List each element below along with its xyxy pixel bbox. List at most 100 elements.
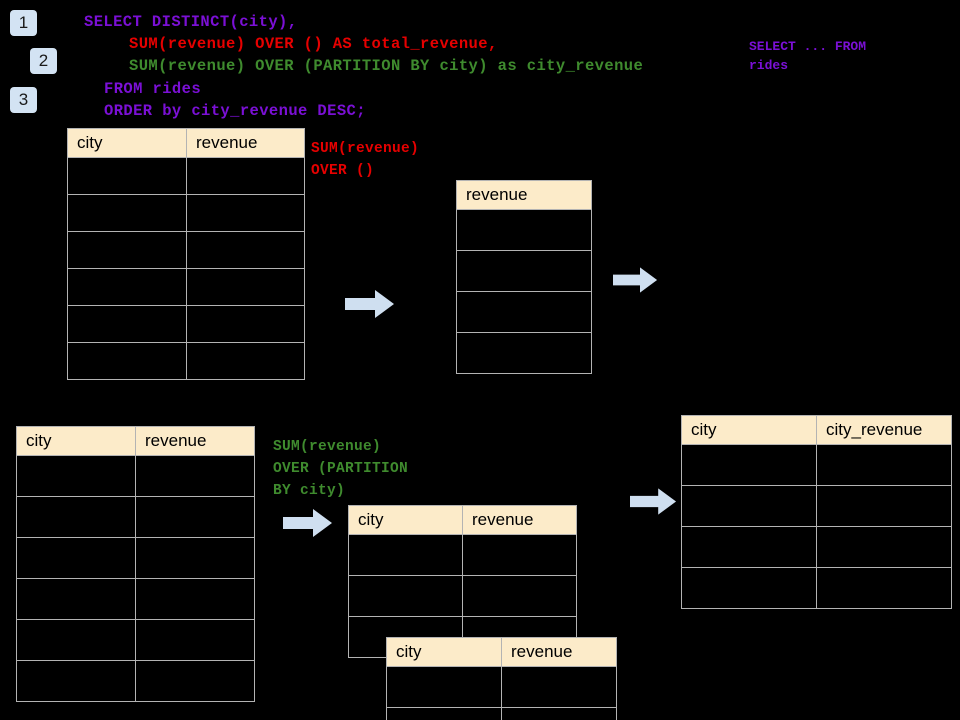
column-header-city: city (386, 637, 502, 667)
cell-city (67, 194, 187, 232)
table-row (16, 537, 255, 579)
table-header-row: city revenue (386, 637, 617, 667)
table-row (16, 496, 255, 538)
cell-city (386, 666, 502, 708)
cell-revenue (456, 291, 592, 333)
annotation-sum-over-partition: SUM(revenue) OVER (PARTITION BY city) (273, 439, 409, 499)
table-row (16, 455, 255, 497)
table-row (348, 575, 577, 617)
cell-city (67, 157, 187, 195)
cell-city (348, 575, 463, 617)
table-source-bottom: city revenue (16, 426, 255, 702)
arrow-source-to-partition (283, 509, 332, 537)
table-body (348, 534, 577, 658)
table-header-row: revenue (456, 180, 592, 210)
table-row (16, 578, 255, 620)
cell-revenue (135, 537, 255, 579)
table-header-row: city revenue (348, 505, 577, 535)
step-badge-1: 1 (10, 10, 37, 36)
table-body (681, 444, 952, 609)
cell-revenue (456, 250, 592, 292)
table-row (456, 332, 592, 374)
column-header-city: city (681, 415, 817, 445)
table-row (67, 157, 305, 195)
cell-city (681, 567, 817, 609)
cell-city (67, 342, 187, 380)
sql-line-sum-over-empty: SUM(revenue) OVER () AS total_revenue, (129, 35, 498, 53)
table-row (16, 660, 255, 702)
cell-revenue (462, 575, 577, 617)
table-row (456, 209, 592, 251)
table-row (67, 231, 305, 269)
step-badge-3: 3 (10, 87, 37, 113)
table-header-row: city revenue (16, 426, 255, 456)
cell-revenue (501, 666, 617, 708)
table-body (386, 666, 617, 720)
cell-city (16, 496, 136, 538)
cell-city (348, 534, 463, 576)
table-source-top: city revenue (67, 128, 305, 380)
sql-line-select-distinct: SELECT DISTINCT(city), (84, 13, 298, 31)
column-header-city: city (16, 426, 136, 456)
column-header-revenue: revenue (456, 180, 592, 210)
arrow-total-to-result (613, 267, 658, 293)
table-partition-back: city revenue (348, 505, 577, 658)
cell-city (67, 268, 187, 306)
arrow-source-to-total (345, 290, 394, 318)
table-body (16, 455, 255, 702)
cell-city (16, 455, 136, 497)
cell-city (681, 444, 817, 486)
cell-city (67, 305, 187, 343)
table-partition-front: city revenue (386, 637, 617, 720)
cell-revenue (462, 534, 577, 576)
column-header-city: city (67, 128, 187, 158)
cell-revenue (186, 305, 305, 343)
table-row (67, 268, 305, 306)
sql-line-from-rides: FROM rides (104, 80, 202, 98)
cell-revenue (135, 619, 255, 661)
step-badge-2: 2 (30, 48, 57, 74)
cell-revenue (135, 496, 255, 538)
table-row (681, 567, 952, 609)
cell-revenue (186, 268, 305, 306)
sql-line-order-by: ORDER by city_revenue DESC; (104, 102, 366, 120)
table-row (67, 194, 305, 232)
cell-revenue (186, 231, 305, 269)
cell-revenue (186, 342, 305, 380)
cell-city (16, 578, 136, 620)
table-row (348, 534, 577, 576)
cell-city (681, 485, 817, 527)
table-total-revenue: revenue (456, 180, 592, 374)
sql-line-sum-over-partition: SUM(revenue) OVER (PARTITION BY city) as… (129, 57, 644, 75)
table-row (456, 250, 592, 292)
cell-city-revenue (816, 567, 952, 609)
table-row (16, 619, 255, 661)
arrow-partition-to-result (630, 488, 677, 515)
cell-revenue (186, 194, 305, 232)
cell-revenue (135, 660, 255, 702)
cell-city (67, 231, 187, 269)
column-header-revenue: revenue (135, 426, 255, 456)
column-header-city: city (348, 505, 463, 535)
cell-city (386, 707, 502, 720)
table-body (67, 157, 305, 380)
cell-city (16, 619, 136, 661)
table-row (67, 342, 305, 380)
cell-city-revenue (816, 444, 952, 486)
table-row (456, 291, 592, 333)
table-row (681, 485, 952, 527)
table-header-row: city city_revenue (681, 415, 952, 445)
table-body (456, 209, 592, 374)
table-row (681, 526, 952, 568)
table-header-row: city revenue (67, 128, 305, 158)
cell-revenue (456, 332, 592, 374)
table-row (67, 305, 305, 343)
column-header-city-revenue: city_revenue (816, 415, 952, 445)
cell-revenue (501, 707, 617, 720)
annotation-select-from-rides: SELECT ... FROM rides (749, 39, 867, 73)
column-header-revenue: revenue (462, 505, 577, 535)
cell-city (681, 526, 817, 568)
cell-city (16, 660, 136, 702)
annotation-sum-over-empty: SUM(revenue) OVER () (311, 141, 420, 179)
